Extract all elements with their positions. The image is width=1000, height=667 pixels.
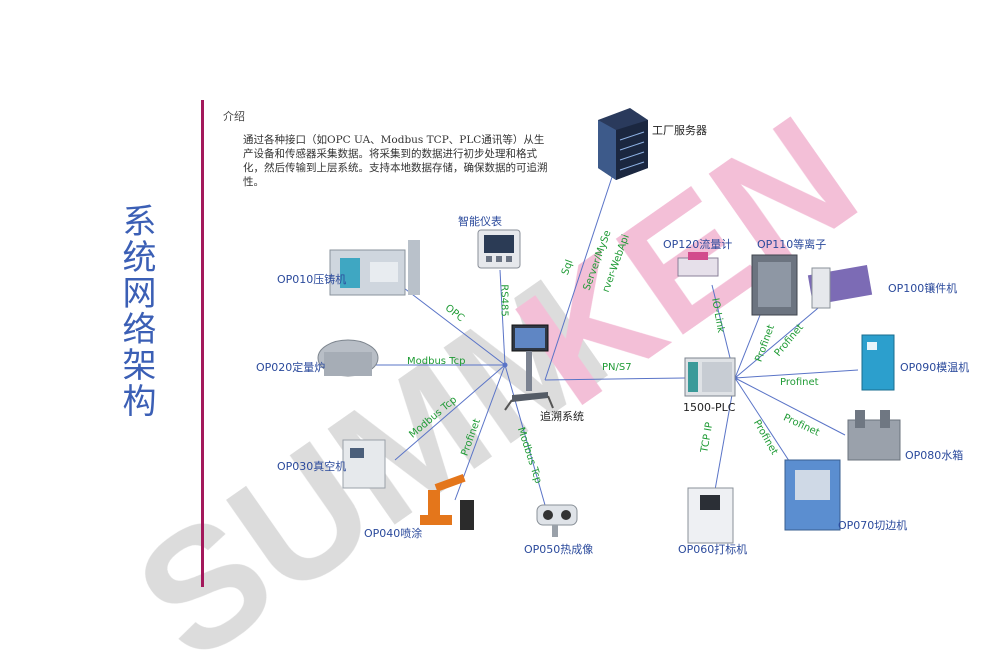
server-icon <box>598 108 648 180</box>
connection-lines <box>325 167 859 506</box>
device-label-op050: OP050热成像 <box>524 543 594 556</box>
device-label-op110: OP110等离子 <box>757 238 827 251</box>
device-label-op080: OP080水箱 <box>905 449 964 462</box>
server-label: 工厂服务器 <box>652 124 707 137</box>
op070-trimming-icon <box>784 459 841 531</box>
accent-divider <box>201 100 204 587</box>
trace-hub-dot <box>502 362 508 368</box>
plc-label: 1500-PLC <box>683 401 736 414</box>
op040-robot-icon <box>420 473 474 530</box>
protocol-label-op090: Profinet <box>780 377 819 388</box>
op110-plasma-icon <box>751 254 798 316</box>
meter-icon <box>477 229 521 269</box>
op090-mold-temp-icon <box>861 334 895 391</box>
op060-marker-icon <box>687 487 734 544</box>
op030-vacuum-icon <box>342 439 386 489</box>
device-label-op090: OP090模温机 <box>900 361 970 374</box>
op100-insert-machine-icon <box>807 265 873 309</box>
device-label-op120: OP120流量计 <box>663 238 733 251</box>
protocol-label-pn-s7: PN/S7 <box>602 362 632 373</box>
op120-flowmeter-icon <box>677 252 719 277</box>
device-label-op040: OP040喷涂 <box>364 527 423 540</box>
plc-icon <box>684 357 736 397</box>
device-label-op030: OP030真空机 <box>277 460 347 473</box>
op020-furnace-icon <box>317 339 379 377</box>
device-label-op020: OP020定量炉 <box>256 361 326 374</box>
meter-label: 智能仪表 <box>458 215 502 228</box>
trace-system-icon <box>504 324 554 411</box>
intro-body: 通过各种接口（如OPC UA、Modbus TCP、PLC通讯等）从生产设备和传… <box>243 134 548 188</box>
op010-machine-icon <box>329 240 420 296</box>
device-label-op100: OP100镶件机 <box>888 282 958 295</box>
protocol-label-rs485: RS485 <box>498 284 510 317</box>
device-label-op070: OP070切边机 <box>838 519 908 532</box>
op080-water-tank-icon <box>847 410 901 461</box>
page-title: 系统网络架构 <box>116 203 156 419</box>
trace-system-label: 追溯系统 <box>540 410 584 423</box>
device-label-op060: OP060打标机 <box>678 543 748 556</box>
intro-heading: 介绍 <box>223 110 245 123</box>
op050-camera-icon <box>536 504 578 537</box>
device-label-op010: OP010压铸机 <box>277 273 347 286</box>
protocol-label-op020: Modbus Tcp <box>407 356 466 367</box>
